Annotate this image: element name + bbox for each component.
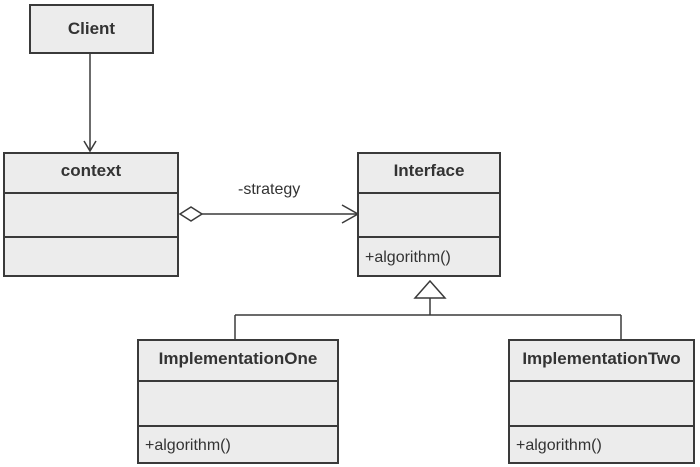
interface-attributes-compartment	[359, 192, 499, 236]
context-class-name: context	[60, 161, 122, 180]
client-class-name: Client	[67, 19, 116, 38]
interface-class-box: Interface +algorithm()	[357, 152, 501, 277]
aggregation-diamond	[178, 206, 204, 222]
implementation-two-class-name: ImplementationTwo	[522, 349, 681, 368]
strategy-label: -strategy	[238, 181, 301, 198]
implementation-one-class-box: ImplementationOne +algorithm()	[137, 339, 339, 464]
client-context-arrowhead	[83, 140, 97, 153]
implementation-two-operations-compartment: +algorithm()	[510, 425, 693, 464]
client-class-box: Client	[29, 4, 154, 54]
interface-operations-compartment: +algorithm()	[359, 236, 499, 277]
context-operations-compartment	[5, 236, 177, 277]
implementation-one-operations-compartment: +algorithm()	[139, 425, 337, 464]
implementation-two-class-box: ImplementationTwo +algorithm()	[508, 339, 695, 464]
implementation-one-class-name: ImplementationOne	[158, 349, 318, 368]
context-class-box: context	[3, 152, 179, 277]
implementation-one-attributes-compartment	[139, 380, 337, 425]
implementation-two-attributes-compartment	[510, 380, 693, 425]
generalization-triangle	[413, 279, 447, 299]
interface-class-name: Interface	[393, 161, 465, 180]
context-attributes-compartment	[5, 192, 177, 236]
